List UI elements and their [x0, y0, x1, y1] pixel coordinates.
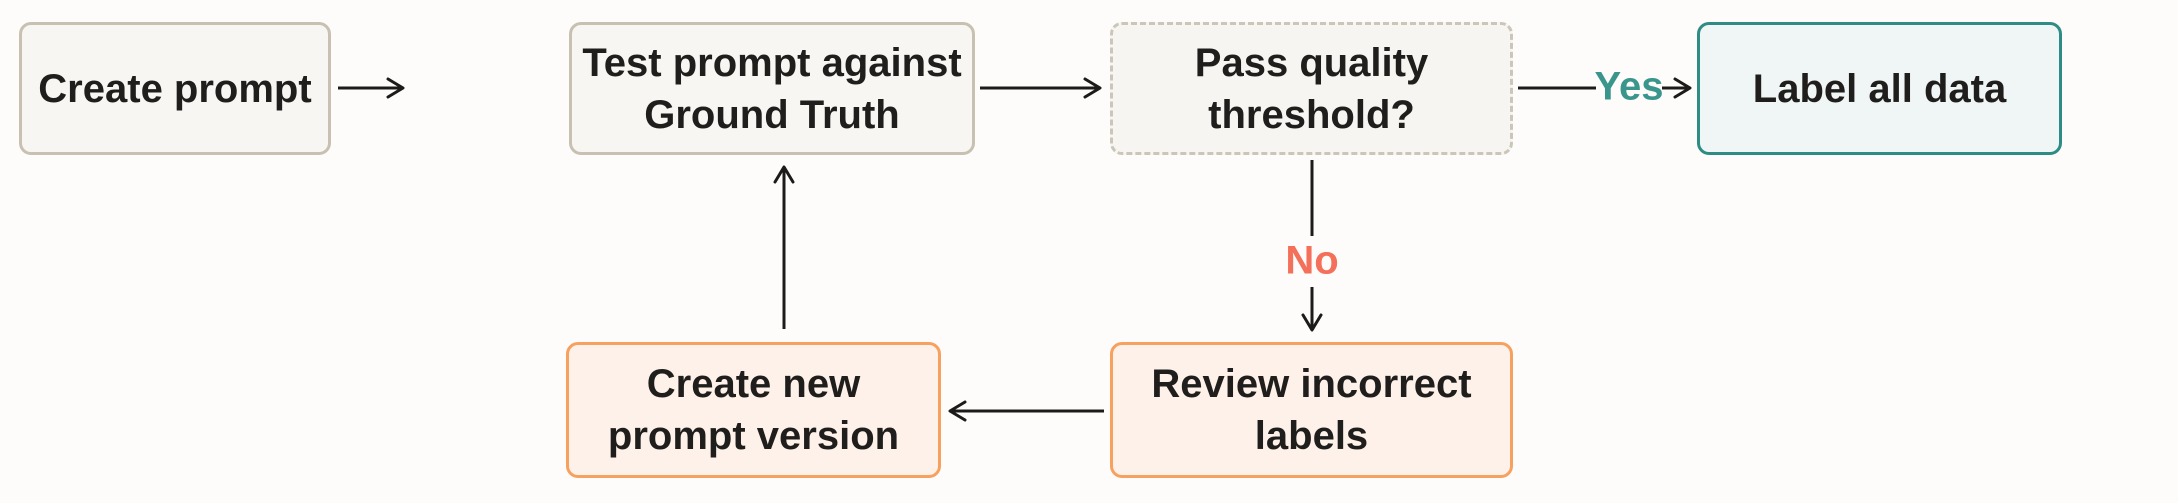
node-label-all-data-label: Label all data — [1752, 66, 2007, 111]
edge-label-no: No — [1285, 238, 1339, 283]
node-create-prompt-label: Create prompt — [38, 66, 312, 111]
edge-label-yes: Yes — [1594, 64, 1664, 109]
node-label-all-data: Label all data — [1697, 22, 2062, 155]
node-create-prompt: Create prompt — [19, 22, 331, 155]
